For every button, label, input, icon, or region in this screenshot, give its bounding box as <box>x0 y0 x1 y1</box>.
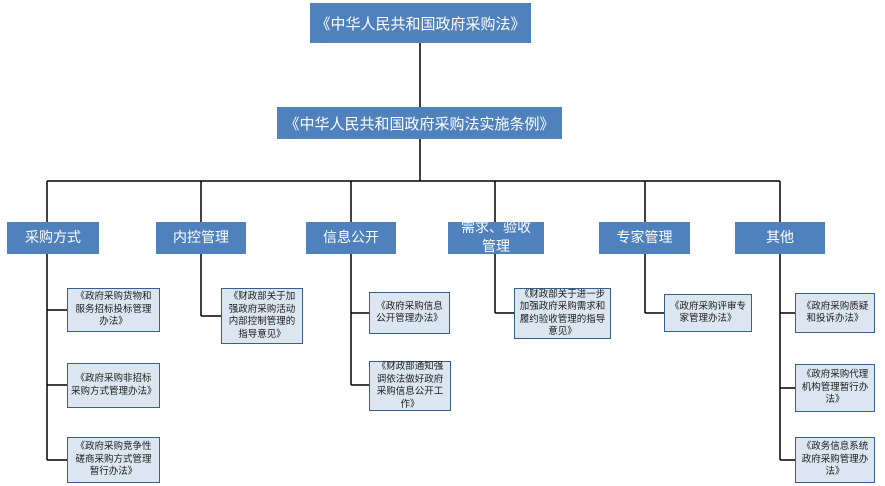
doc-non-bidding-methods: 《政府采购非招标采购方式管理办法》 <box>67 363 160 408</box>
doc-expert-management: 《政府采购评审专家管理办法》 <box>664 294 752 332</box>
regulation-node: 《中华人民共和国政府采购法实施条例》 <box>277 107 562 139</box>
doc-e-government-systems: 《政务信息系统政府采购管理办法》 <box>795 437 875 483</box>
doc-agency-management: 《政府采购代理机构管理暂行办法》 <box>795 364 875 412</box>
root-law-node: 《中华人民共和国政府采购法》 <box>310 3 531 43</box>
category-information-disclosure: 信息公开 <box>306 222 396 254</box>
doc-competitive-consultation: 《政府采购竞争性磋商采购方式管理暂行办法》 <box>67 437 160 483</box>
category-expert-management: 专家管理 <box>599 222 690 254</box>
category-demand-acceptance: 需求、验收管理 <box>448 220 544 255</box>
category-other: 其他 <box>735 222 825 254</box>
doc-goods-services-bidding: 《政府采购货物和服务招标投标管理办法》 <box>67 288 160 332</box>
doc-disclosure-notice: 《财政部通知强调依法做好政府采购信息公开工作》 <box>369 361 451 411</box>
doc-information-disclosure: 《政府采购信息公开管理办法》 <box>369 292 450 334</box>
doc-internal-control-guidance: 《财政部关于加强政府采购活动内部控制管理的指导意见》 <box>221 288 303 344</box>
doc-demand-acceptance-guidance: 《财政部关于进一步加强政府采购需求和履约验收管理的指导意见》 <box>514 288 611 339</box>
category-internal-control: 内控管理 <box>156 222 246 254</box>
category-procurement-methods: 采购方式 <box>7 222 99 254</box>
doc-questioning-complaints: 《政府采购质疑和投诉办法》 <box>795 293 875 333</box>
